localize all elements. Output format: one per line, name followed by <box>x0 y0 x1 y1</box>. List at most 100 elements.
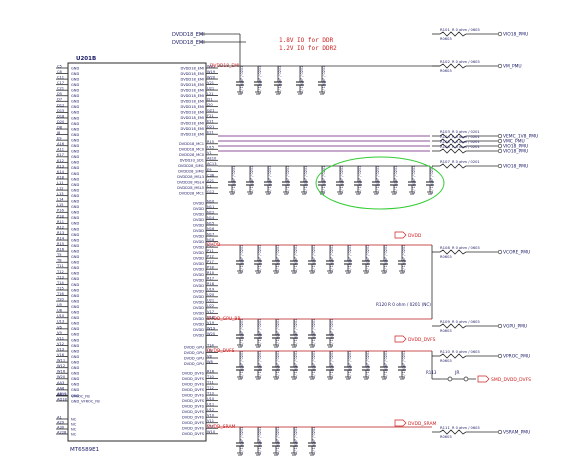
svg-text:NC: NC <box>71 432 77 436</box>
svg-text:DVDD: DVDD <box>193 273 204 277</box>
svg-text:W19: W19 <box>207 70 216 74</box>
capacitor: C / 100nF / 0201 <box>254 245 262 274</box>
svg-text:J8: J8 <box>56 131 61 135</box>
svg-text:C / 100nF / 0201: C / 100nF / 0201 <box>330 351 334 379</box>
svg-text:R 0 ohm / 0201: R 0 ohm / 0201 <box>452 160 480 164</box>
svg-text:GND: GND <box>71 288 79 292</box>
svg-text:GND: GND <box>71 283 79 287</box>
svg-text:V12: V12 <box>207 425 214 429</box>
svg-text:GND: GND <box>71 133 79 137</box>
svg-text:E9: E9 <box>57 137 62 141</box>
svg-text:T13: T13 <box>56 275 64 279</box>
capacitor: C / 100nF / 0201 <box>308 245 316 274</box>
svg-text:GND: GND <box>71 233 79 237</box>
svg-text:N11: N11 <box>207 205 214 209</box>
capacitor: C / 100nF / 0201 <box>318 66 326 95</box>
svg-text:C / 100nF / 0201: C / 100nF / 0201 <box>312 351 316 379</box>
svg-text:R0603: R0603 <box>440 329 452 333</box>
svg-text:L14: L14 <box>57 198 64 202</box>
svg-text:GND: GND <box>71 105 79 109</box>
svg-text:DVDD_DVFS: DVDD_DVFS <box>182 399 205 403</box>
svg-text:C / 100nF / 0201: C / 100nF / 0201 <box>376 166 380 194</box>
ic-ref: U201B <box>76 56 96 62</box>
svg-text:DVDD18_MC0: DVDD18_MC0 <box>179 148 205 152</box>
capacitor: C / 100nF / 0201 <box>282 166 290 195</box>
svg-text:GND: GND <box>71 166 79 170</box>
svg-text:W31: W31 <box>207 64 215 68</box>
svg-text:C36: C36 <box>207 173 215 177</box>
svg-text:R 0 ohm / 0603: R 0 ohm / 0603 <box>452 350 480 354</box>
svg-text:W19: W19 <box>207 326 216 330</box>
svg-text:GND: GND <box>71 366 79 370</box>
svg-text:VIO18_PMU: VIO18_PMU <box>503 143 528 149</box>
svg-text:DVDD_DVFS: DVDD_DVFS <box>182 416 205 420</box>
svg-text:R107: R107 <box>440 159 450 164</box>
svg-text:GND: GND <box>71 116 79 120</box>
svg-text:C8: C8 <box>57 70 63 74</box>
svg-text:C / 100nF / 0201: C / 100nF / 0201 <box>430 166 434 194</box>
svg-text:AB15: AB15 <box>57 392 67 396</box>
svg-text:A11: A11 <box>57 148 64 152</box>
svg-text:GND: GND <box>71 244 79 248</box>
capacitor: C / 100nF / 0201 <box>236 427 244 456</box>
svg-text:DVDD: DVDD <box>193 256 204 260</box>
svg-text:N14: N14 <box>207 216 215 220</box>
smd-dvfs-flag: SMD_DVDD_DVFS <box>477 375 531 383</box>
svg-text:DVDD28_MC0: DVDD28_MC0 <box>179 153 205 157</box>
svg-text:C / 100nF / 0201: C / 100nF / 0201 <box>294 245 298 273</box>
svg-text:GND: GND <box>71 383 79 387</box>
capacitor: C / 100nF / 0201 <box>344 245 352 274</box>
svg-text:GND: GND <box>71 227 79 231</box>
svg-text:R 0 ohm / 0603: R 0 ohm / 0603 <box>452 320 480 324</box>
dvdd-gpu-rail-label: DVDD_GPU_BB <box>207 316 241 322</box>
svg-text:VSRAM_PMU: VSRAM_PMU <box>503 429 530 435</box>
svg-text:C21: C21 <box>57 87 64 91</box>
svg-text:U13: U13 <box>57 320 64 324</box>
svg-text:DVDD_DVFS: DVDD_DVFS <box>182 371 205 375</box>
svg-text:R 0 ohm / 0201: R 0 ohm / 0201 <box>452 130 480 134</box>
svg-text:DVDD28_MSL4: DVDD28_MSL4 <box>177 181 204 185</box>
capacitor: C / 100nF / 0201 <box>236 351 244 380</box>
net-top-1: DVDD18_EMI <box>172 32 205 38</box>
svg-text:R104: R104 <box>440 134 450 139</box>
svg-text:P11: P11 <box>207 249 214 253</box>
svg-text:R12: R12 <box>57 225 64 229</box>
svg-text:C / 100nF / 0201: C / 100nF / 0201 <box>330 319 334 347</box>
svg-text:DVDD: DVDD <box>193 251 204 255</box>
svg-text:DVDD18_EMI: DVDD18_EMI <box>181 94 205 98</box>
svg-text:R15: R15 <box>207 140 214 144</box>
svg-text:DVDD18_EMI: DVDD18_EMI <box>181 122 205 126</box>
capacitor: C / 100nF / 0201 <box>336 166 344 195</box>
svg-text:GND: GND <box>71 89 79 93</box>
ic-right-pins: W31DVDD18_EMIW19DVDD18_EMIW20DVDD18_EMIV… <box>177 64 218 436</box>
svg-text:C / 100nF / 0201: C / 100nF / 0201 <box>294 351 298 379</box>
capacitor: C / 100nF / 0201 <box>236 245 244 274</box>
svg-text:P18: P18 <box>207 266 214 270</box>
capacitor: C / 100nF / 0201 <box>426 166 434 195</box>
capacitor: C / 100nF / 0201 <box>254 351 262 380</box>
svg-text:C / 100nF / 0201: C / 100nF / 0201 <box>366 245 370 273</box>
svg-text:GND: GND <box>71 111 79 115</box>
svg-text:R15: R15 <box>57 242 64 246</box>
